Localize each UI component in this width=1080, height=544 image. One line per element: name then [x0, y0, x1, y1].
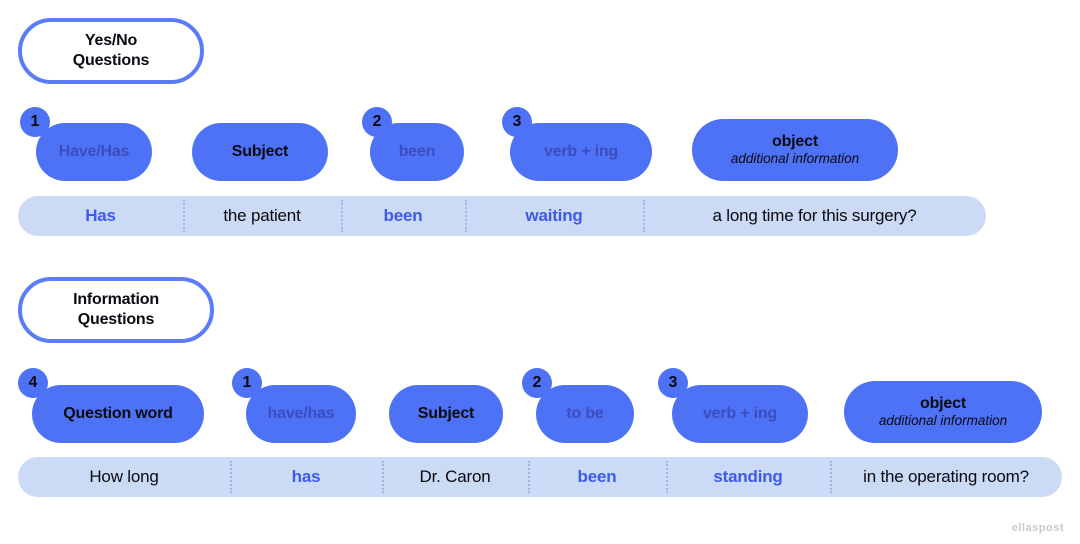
sentence-segment: has: [230, 457, 382, 497]
slot-have-has[interactable]: have/has: [246, 385, 356, 443]
slot-verb-ing[interactable]: verb + ing: [672, 385, 808, 443]
section-header-information-questions: Information Questions: [18, 277, 214, 343]
sentence-segment: been: [528, 457, 666, 497]
sentence-segment: in the operating room?: [830, 457, 1062, 497]
slot-label: to be: [566, 405, 604, 423]
sentence-segment: standing: [666, 457, 830, 497]
sentence-segment: Has: [85, 206, 116, 225]
slot-label: been: [398, 143, 436, 161]
sentence-segment: the patient: [183, 196, 341, 236]
slot-label: Subject: [417, 405, 475, 423]
example-sentence-strip-yes-no: Has the patient been waiting a long time…: [18, 196, 986, 236]
slot-label: verb + ing: [543, 143, 619, 161]
slot-label: object: [920, 394, 966, 412]
slot-label: verb + ing: [702, 405, 778, 423]
slot-sublabel: additional information: [878, 413, 1008, 429]
step-badge-2: 2: [522, 368, 552, 398]
watermark-logo: ellaspost: [1011, 522, 1064, 534]
section-header-yes-no-questions: Yes/No Questions: [18, 18, 204, 84]
sentence-segment: a long time for this surgery?: [643, 196, 986, 236]
slot-have-has[interactable]: Have/Has: [36, 123, 152, 181]
slot-object[interactable]: object additional information: [692, 119, 898, 181]
sentence-segment: waiting: [465, 196, 643, 236]
step-badge-3: 3: [658, 368, 688, 398]
example-sentence-strip-information: How long has Dr. Caron been standing in …: [18, 457, 1062, 497]
slot-subject[interactable]: Subject: [192, 123, 328, 181]
section-header-line-2: Questions: [72, 52, 150, 69]
slot-label: Have/Has: [58, 143, 130, 161]
step-badge-4: 4: [18, 368, 48, 398]
slot-verb-ing[interactable]: verb + ing: [510, 123, 652, 181]
slot-label: Subject: [231, 143, 289, 161]
slot-sublabel: additional information: [730, 151, 860, 167]
section-header-line-1: Information: [73, 291, 159, 309]
slot-to-be[interactable]: to be: [536, 385, 634, 443]
slot-object[interactable]: object additional information: [844, 381, 1042, 443]
section-header-line-1: Yes/No: [84, 32, 138, 50]
slot-question-word[interactable]: Question word: [32, 385, 204, 443]
section-header-line-2: Questions: [77, 311, 155, 328]
sentence-segment: How long: [89, 467, 159, 486]
slot-label: have/has: [267, 405, 335, 423]
slot-subject[interactable]: Subject: [389, 385, 503, 443]
slot-label: Question word: [63, 405, 173, 423]
step-badge-1: 1: [232, 368, 262, 398]
step-badge-1: 1: [20, 107, 50, 137]
step-badge-2: 2: [362, 107, 392, 137]
sentence-segment: been: [341, 196, 465, 236]
step-badge-3: 3: [502, 107, 532, 137]
sentence-segment: Dr. Caron: [382, 457, 528, 497]
slot-label: object: [772, 132, 818, 150]
